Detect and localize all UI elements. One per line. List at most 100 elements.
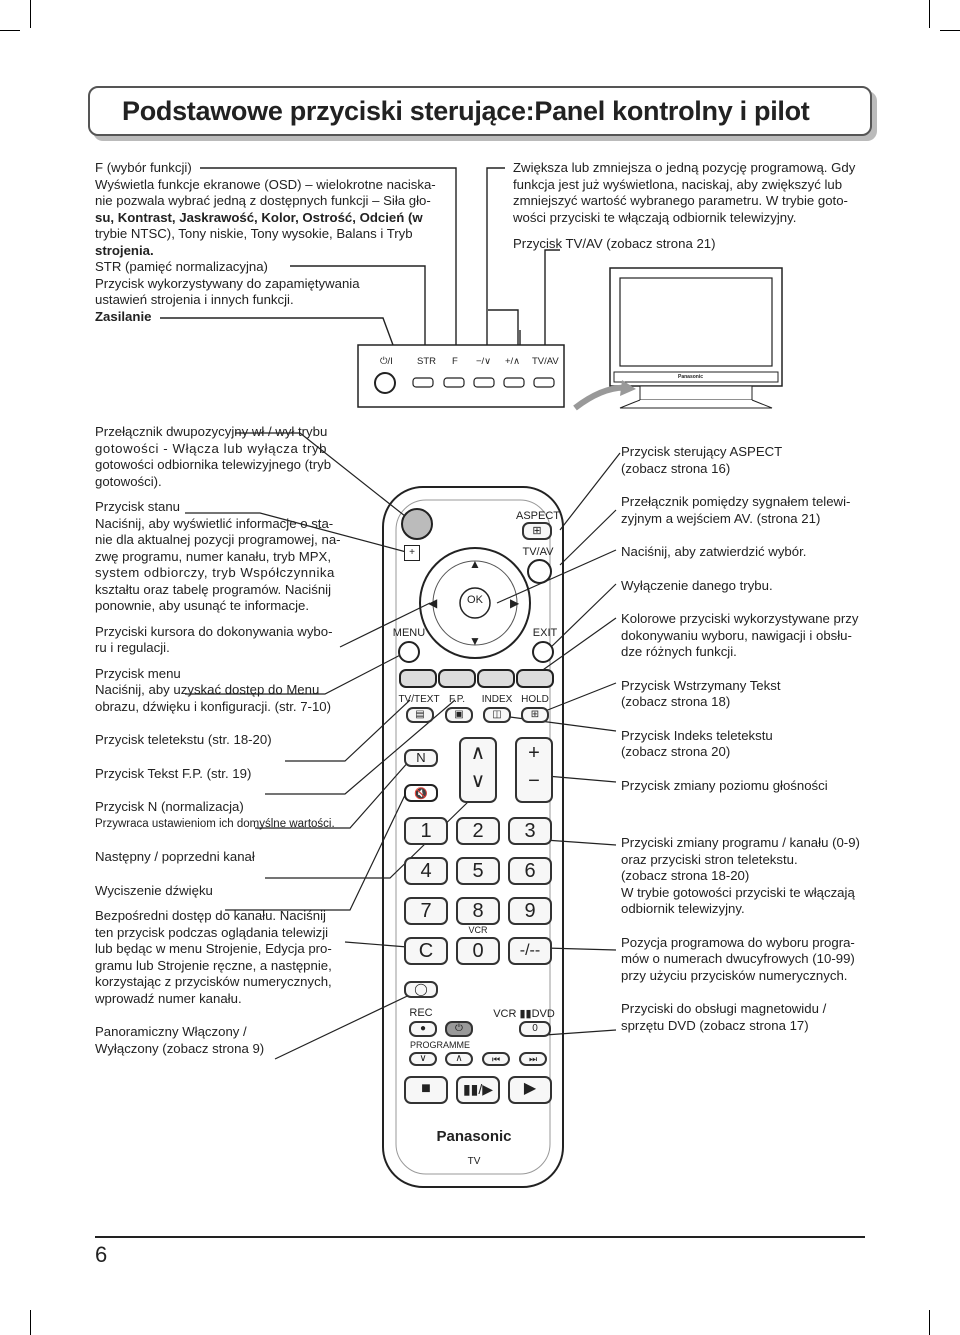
f-desc: strojenia. [95,242,154,258]
f-button[interactable]: F [452,356,458,367]
up-arrow-icon[interactable]: ▲ [469,557,481,571]
rec-button[interactable]: ● [409,1021,437,1037]
crop-mark [30,0,31,28]
digit-1[interactable]: 1 [404,817,448,845]
control-panel [357,344,565,408]
pause-button[interactable]: ▮▮/▶ [456,1076,500,1104]
str-desc: ustawień strojenia i innych funkcji. [95,292,294,307]
remote-tv-label: TV [467,1156,481,1167]
label-digits: odbiornik telewizyjny. [621,901,745,916]
left-arrow-icon[interactable]: ◀ [428,596,438,610]
label-direct: ten przycisk podczas oglądania telewizji [95,924,329,940]
panoramic-button[interactable]: ◯ [404,981,438,998]
label-status: zwę programu, numer kanału, tryb MPX, [95,548,332,564]
label-direct: Bezpośredni dostęp do kanału. Naciśnij [95,908,326,923]
stop-button[interactable]: ■ [404,1076,448,1104]
crop-mark [929,1310,930,1335]
rewind-button[interactable]: ⏮ [482,1052,510,1066]
label-twodigit: przy użyciu przycisków numerycznych. [621,967,848,983]
forward-button[interactable]: ⏭ [519,1052,547,1066]
programme-label: PROGRAMME [409,1040,470,1050]
tv-brand: Panasonic [678,374,704,380]
remote-standby-button[interactable] [401,508,433,540]
up-button[interactable]: +/∧ [505,356,521,367]
label-standby: Przełącznik dwupozycyjny wł / wył trybu [95,424,328,439]
tvav-panel-button[interactable]: TV/AV [532,356,559,367]
label-teletext: Przycisk teletekstu (str. 18-20) [95,732,272,747]
label-direct: korzystając z przycisków numerycznych, [95,974,332,989]
index-button[interactable]: ◫ [483,707,511,723]
f-desc: trybie NTSC), Tony niskie, Tony wysokie,… [95,226,413,241]
digit-0[interactable]: 0 [456,937,500,965]
hold-button[interactable]: ⊞ [521,707,549,723]
power-button[interactable]: ⏻/I [380,356,393,367]
right-arrow-icon[interactable]: ▶ [510,596,520,610]
label-status: Naciśnij, aby wyświetlić informacje o st… [95,515,334,531]
crop-mark [929,0,930,28]
str-line: STR (pamięć normalizacyjna) [95,259,268,274]
label-n: Przycisk N (normalizacja) [95,799,244,814]
digit-6[interactable]: 6 [508,857,552,885]
label-status: nie dla aktualnej pozycji programowej, n… [95,532,341,547]
remote-exit-label: EXIT [532,627,558,639]
label-status: ponownie, aby usunąć te informacje. [95,598,310,613]
label-vcr-dvd: sprzętu DVD (zobacz strona 17) [621,1017,809,1033]
top-right-text: Zwiększa lub zmniejsza o jedną pozycję p… [513,160,873,253]
fp-label: F.P. [449,694,465,705]
yellow-button[interactable] [477,669,515,688]
vcr-dvd-switch[interactable]: 0 [519,1021,551,1037]
remote-tvav-button[interactable] [527,559,552,584]
str-button[interactable]: STR [417,356,436,367]
play-button[interactable]: ▶ [508,1076,552,1104]
remote-exit-button[interactable] [532,641,554,663]
program-button[interactable]: ∧∨ [459,737,497,803]
red-button[interactable] [399,669,437,688]
n-button[interactable]: N [404,749,438,767]
remote-menu-label: MENU [392,627,426,639]
down-button[interactable]: −/∨ [476,356,492,367]
green-button[interactable] [438,669,476,688]
prog-down-button[interactable]: ∨ [409,1052,437,1066]
label-color: dze różnych funkcji. [621,644,737,659]
crop-mark [30,1310,31,1335]
label-color: dokonywaniu wyboru, nawigacji i obsłu- [621,627,852,643]
label-digits: (zobacz strona 18-20) [621,868,750,883]
vol-desc: zmniejszyć wartość wybranego parametru. … [513,193,848,208]
tv-illustration [573,267,783,411]
blue-button[interactable] [516,669,554,688]
remote-status-button[interactable]: + [404,545,420,561]
label-fp: Przycisk Tekst F.P. (str. 19) [95,765,252,781]
digit-9[interactable]: 9 [508,897,552,925]
fp-button[interactable]: ▣ [445,707,473,723]
dash-button[interactable]: -/-- [508,937,552,965]
remote-aspect-label: ASPECT [515,510,560,522]
digit-4[interactable]: 4 [404,857,448,885]
prog-up-button[interactable]: ∧ [445,1052,473,1066]
remote-aspect-button[interactable]: ⊞ [522,522,552,540]
label-standby: gotowości odbiornika telewizyjnego (tryb [95,457,332,472]
volume-button[interactable]: +− [515,737,553,803]
vcr-power-button[interactable]: ⏻ [445,1021,473,1037]
label-menu: obrazu, dźwięku i konfiguracji. (str. 7-… [95,698,332,714]
vol-desc: funkcja jest już wyświetlona, naciskaj, … [513,176,843,192]
digit-8[interactable]: 8 [456,897,500,925]
ok-button[interactable]: OK [467,594,483,606]
crop-mark [940,30,960,31]
label-twodigit: Pozycja programowa do wyboru progra- [621,934,855,950]
digit-5[interactable]: 5 [456,857,500,885]
f-desc: nie pozwala wybrać jedną z dostępnych fu… [95,193,431,208]
right-labels: Przycisk sterujący ASPECT (zobacz strona… [621,444,871,1034]
digit-7[interactable]: 7 [404,897,448,925]
c-button[interactable]: C [404,937,448,965]
page-number: 6 [95,1242,108,1267]
title-box: Podstawowe przyciski sterujące:Panel kon… [88,86,872,136]
label-digits: Przyciski zmiany programu / kanału (0-9) [621,835,860,850]
remote-menu-button[interactable] [398,641,420,663]
top-left-text: F (wybór funkcji) Wyświetla funkcje ekra… [95,160,455,325]
mute-icon[interactable]: 🔇 [404,784,438,802]
str-desc: Przycisk wykorzystywany do zapamiętywani… [95,275,360,291]
down-arrow-icon[interactable]: ▼ [469,634,481,648]
digit-2[interactable]: 2 [456,817,500,845]
digit-3[interactable]: 3 [508,817,552,845]
ttx-button[interactable]: ▤ [406,707,434,723]
